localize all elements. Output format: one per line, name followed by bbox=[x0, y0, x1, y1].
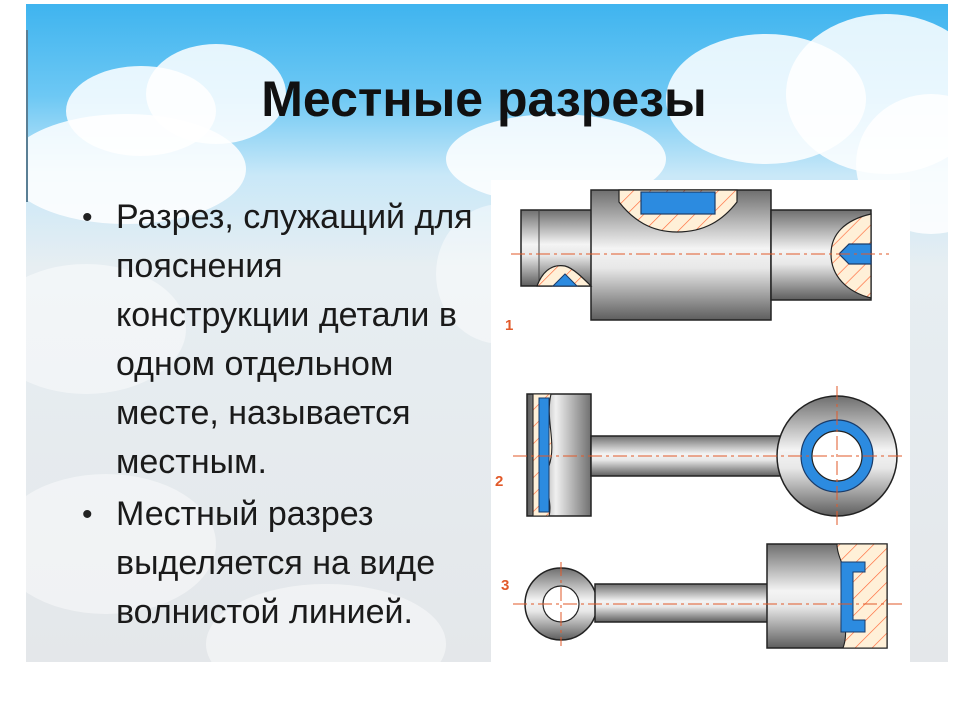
keyway-slot bbox=[640, 191, 716, 215]
slide-edge-line bbox=[26, 30, 28, 202]
bullet-dot-icon: • bbox=[82, 498, 93, 531]
rod-stem bbox=[594, 583, 776, 623]
part-label: 2 bbox=[495, 473, 503, 490]
groove-recess bbox=[551, 273, 579, 287]
part-3-connecting-rod: 3 bbox=[501, 543, 903, 649]
bullet-text: Местный разрез выделяется на виде волнис… bbox=[116, 495, 436, 631]
cloud-shape bbox=[26, 114, 246, 224]
bullet-dot-icon: • bbox=[82, 201, 93, 234]
local-section-drawing: 1 2 3 bbox=[491, 180, 910, 662]
bullet-item: • Местный разрез выделяется на виде волн… bbox=[80, 490, 480, 637]
cloud-shape bbox=[26, 474, 216, 614]
rod-head-bore bbox=[840, 561, 866, 633]
bullet-item: • Разрез, служащий для пояснения констру… bbox=[80, 193, 480, 487]
page-title: Местные разрезы bbox=[0, 70, 960, 128]
page-title-text: Местные разрезы bbox=[261, 71, 707, 127]
bullet-list: • Разрез, служащий для пояснения констру… bbox=[80, 193, 480, 637]
part-2-connecting-rod: 2 bbox=[495, 386, 905, 526]
cloud-shape bbox=[26, 264, 186, 394]
drawing-svg: 1 2 3 bbox=[495, 189, 905, 649]
part-label: 1 bbox=[505, 317, 513, 334]
rod-head-bore bbox=[538, 397, 550, 513]
bullet-text: Разрез, служащий для пояснения конструкц… bbox=[116, 198, 473, 481]
part-label: 3 bbox=[501, 577, 509, 594]
part-1-shaft: 1 bbox=[505, 189, 889, 334]
